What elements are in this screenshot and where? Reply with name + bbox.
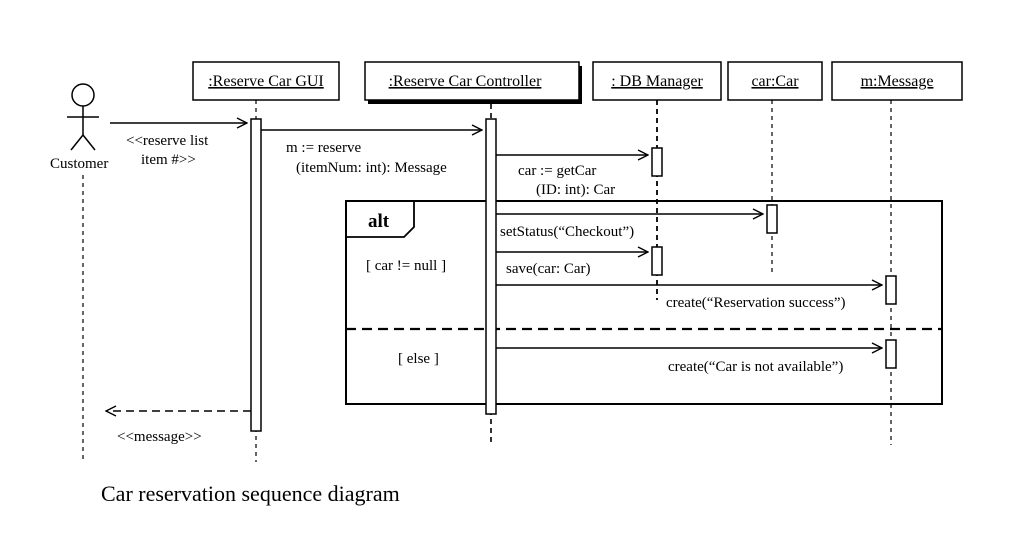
activation-db-getcar [651, 147, 663, 177]
lifeline-controller-box [364, 61, 580, 101]
message-set-status-label: setStatus(“Checkout”) [500, 224, 634, 240]
activation-message-success [885, 275, 897, 305]
message-reserve-list: <<reserve list item #>> [110, 123, 247, 168]
message-reserve-line1: m := reserve [286, 140, 361, 156]
alt-operator-label: alt [368, 211, 390, 232]
message-return: <<message>> [106, 411, 251, 445]
alt-guard-not-null: [ car != null ] [366, 258, 446, 274]
activation-controller [485, 118, 497, 415]
message-reserve-line2: (itemNum: int): Message [296, 160, 447, 176]
lifeline-gui: :Reserve Car GUI [192, 61, 340, 462]
message-create-success: create(“Reservation success”) [496, 285, 882, 311]
lifeline-controller-title: :Reserve Car Controller [389, 73, 543, 90]
lifeline-car-box [727, 61, 823, 101]
message-save-label: save(car: Car) [506, 261, 591, 277]
actor-leg-right [82, 134, 96, 151]
alt-fragment-frame [345, 200, 943, 405]
message-reserve-list-line2: item #>> [141, 152, 196, 168]
message-get-car-line1: car := getCar [518, 163, 596, 179]
message-set-status: setStatus(“Checkout”) [496, 214, 763, 240]
message-reserve-list-line1: <<reserve list [126, 133, 209, 149]
message-reserve: m := reserve (itemNum: int): Message [261, 130, 482, 176]
actor-name: Customer [50, 156, 108, 172]
message-save: save(car: Car) [496, 252, 648, 277]
activation-car-setstatus [766, 204, 778, 234]
message-return-label: <<message>> [117, 429, 202, 445]
activation-message-unavailable [885, 339, 897, 369]
lifeline-message-title: m:Message [861, 73, 934, 90]
lifeline-message-box [831, 61, 963, 101]
lifeline-gui-box [192, 61, 340, 101]
lifeline-message: m:Message [831, 61, 963, 445]
lifeline-db-title: : DB Manager [611, 73, 703, 90]
lifeline-car-title: car:Car [751, 73, 799, 90]
alt-operator-tab [346, 201, 415, 238]
message-create-unavailable: create(“Car is not available”) [496, 348, 882, 375]
lifeline-controller: :Reserve Car Controller [364, 61, 582, 445]
diagram-caption: Car reservation sequence diagram [101, 481, 400, 506]
activation-gui [250, 118, 262, 432]
message-create-success-label: create(“Reservation success”) [666, 295, 845, 311]
lifeline-car: car:Car [727, 61, 823, 275]
actor-head [71, 83, 95, 107]
message-get-car-line2: (ID: int): Car [536, 182, 615, 198]
actor-leg-left [70, 134, 84, 151]
lifeline-gui-title: :Reserve Car GUI [208, 73, 324, 90]
alt-guard-else: [ else ] [398, 351, 439, 367]
customer-actor: Customer [50, 83, 108, 462]
activation-db-save [651, 246, 663, 276]
message-create-unavailable-label: create(“Car is not available”) [668, 359, 843, 375]
alt-fragment: alt [ car != null ] [ else ] [345, 200, 943, 405]
message-get-car: car := getCar (ID: int): Car [496, 155, 648, 198]
